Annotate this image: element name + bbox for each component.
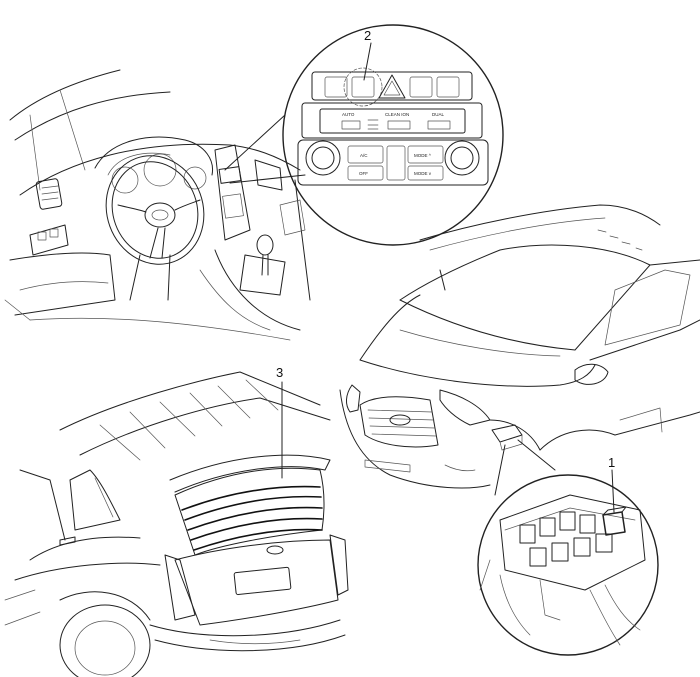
callout-2: 2 (364, 28, 371, 43)
panel-mode-dn-text: MODE v (414, 171, 432, 176)
panel-off-text: OFF (359, 171, 368, 176)
suv-front-view (339, 204, 700, 496)
panel-ac-text: A/C (360, 153, 368, 158)
dashboard-interior (4, 69, 311, 341)
fuse-box-zoom: 1 (477, 455, 659, 656)
callout-3: 3 (276, 365, 283, 380)
panel-auto-text: AUTO (342, 112, 355, 117)
panel-dual-text: DUAL (432, 112, 445, 117)
callout-1: 1 (608, 455, 615, 470)
panel-mode-up-text: MODE ^ (414, 153, 432, 158)
panel-cleanion-text: CLEAN ION (385, 112, 409, 117)
interior-zoom-line (224, 114, 306, 184)
suv-rear-view: 3 (4, 365, 349, 677)
climate-panel-zoom: AUTO CLEAN ION DUAL A/C OFF MODE ^ MODE … (282, 24, 504, 246)
